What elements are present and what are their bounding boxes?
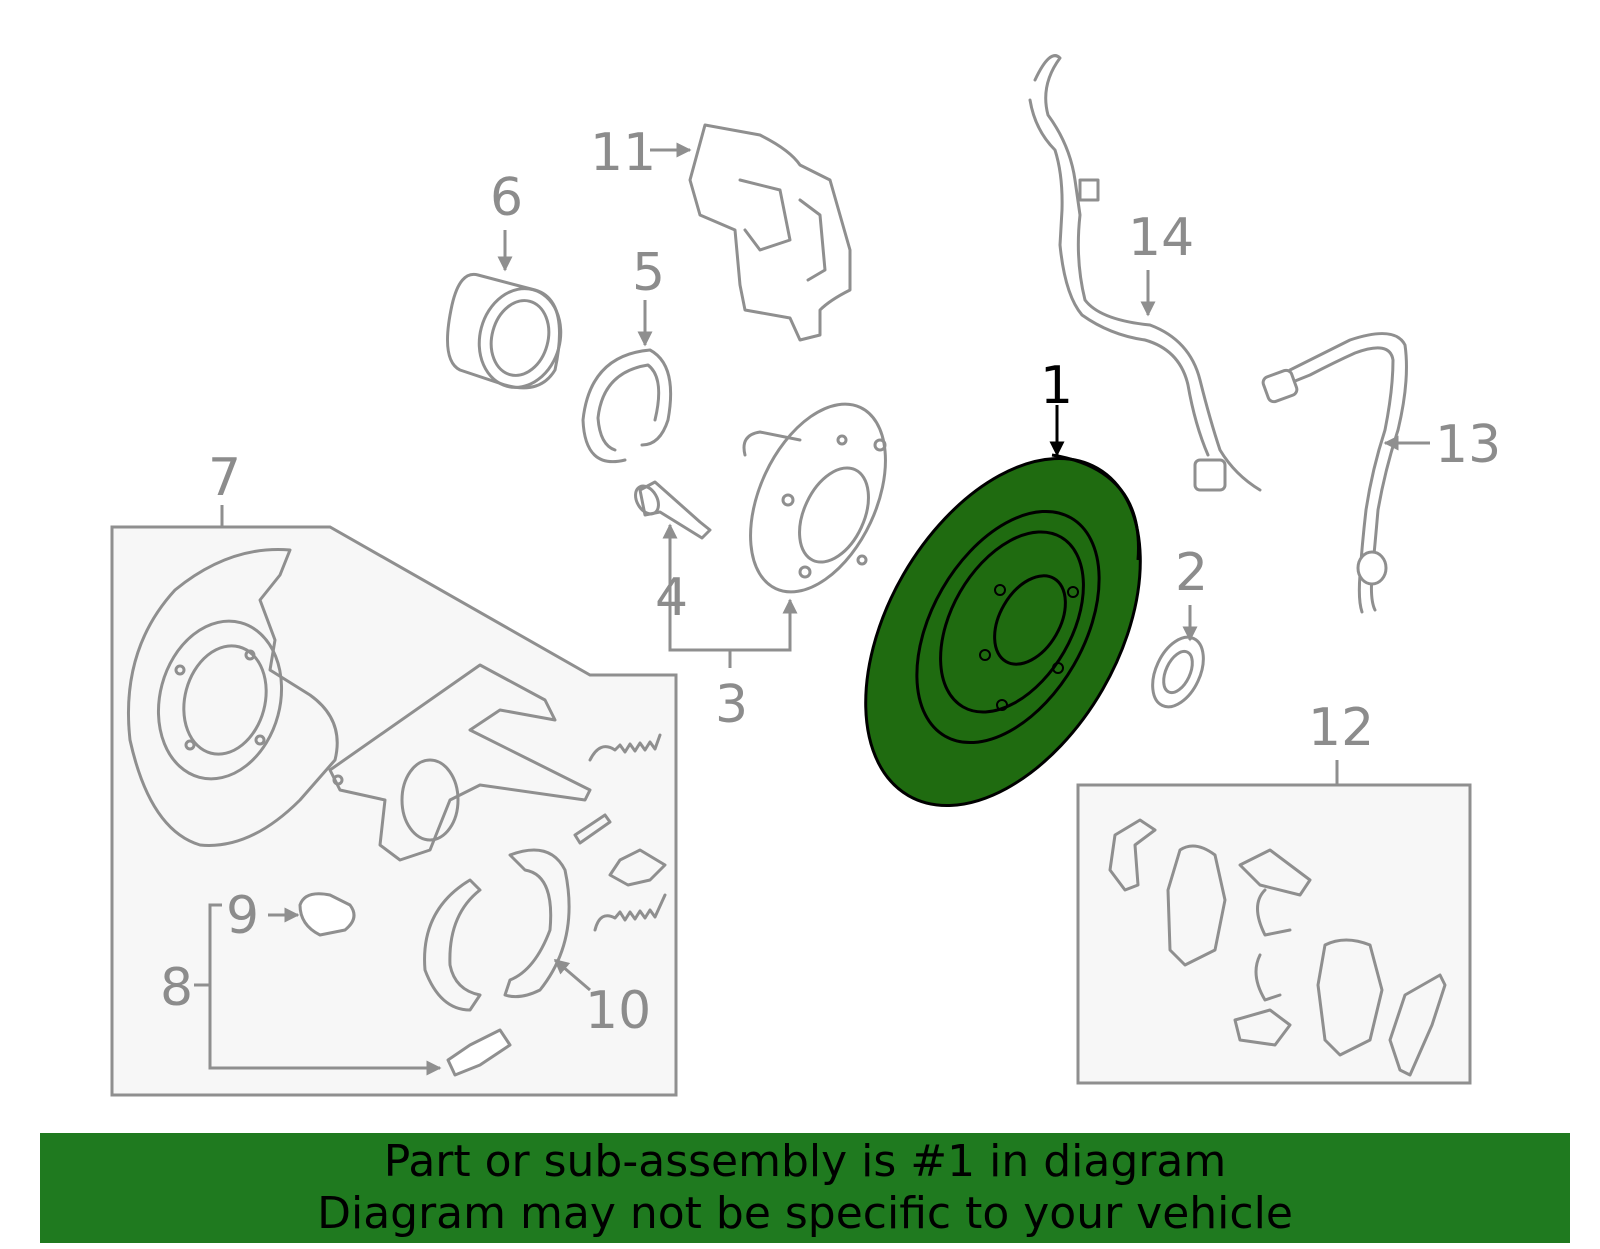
snap-ring-part[interactable] — [581, 348, 673, 463]
callout-3: 3 — [715, 675, 748, 735]
rotor-lug-hole — [994, 584, 1006, 596]
brake-shoes-part[interactable] — [423, 848, 571, 1012]
callout-4: 4 — [655, 568, 688, 628]
adjuster-nut-part[interactable] — [298, 892, 356, 937]
abs-sensor-part[interactable] — [1028, 54, 1262, 492]
banner-line-1: Part or sub-assembly is #1 in diagram — [383, 1136, 1227, 1187]
callout-6: 6 — [490, 168, 523, 228]
parking-brake-lever-part[interactable] — [328, 663, 592, 862]
lever-clip-part[interactable] — [608, 848, 667, 887]
callout-2: 2 — [1175, 543, 1208, 603]
highlight-notice-banner: Part or sub-assembly is #1 in diagram Di… — [40, 1133, 1570, 1243]
callout-10: 10 — [585, 981, 651, 1041]
brake-rotor-part[interactable] — [809, 411, 1197, 853]
rotor-inner-ring — [915, 509, 1101, 745]
caliper-part[interactable] — [688, 123, 852, 342]
banner-line-2: Diagram may not be specific to your vehi… — [317, 1188, 1293, 1239]
washer-part[interactable] — [1142, 629, 1213, 715]
callout-11: 11 — [590, 123, 656, 183]
rotor-lug-hole — [979, 649, 991, 661]
rotor-center-bore — [993, 574, 1067, 666]
backing-plate-part[interactable] — [126, 548, 339, 847]
rotor-lug-hole — [996, 699, 1008, 711]
rotor-lug-hole — [1067, 586, 1079, 598]
callout-12: 12 — [1308, 698, 1374, 758]
wheel-stud-part[interactable] — [631, 480, 712, 540]
callout-10-leader — [553, 958, 591, 992]
adjuster-part[interactable] — [446, 1028, 512, 1077]
adjuster-strut-part[interactable] — [573, 813, 612, 845]
return-spring-part[interactable] — [588, 733, 662, 762]
callout-13: 13 — [1435, 415, 1501, 475]
callout-9: 9 — [226, 886, 259, 946]
rotor-lug-hole — [1052, 662, 1064, 674]
wheel-hub-part[interactable] — [723, 383, 913, 613]
wheel-bearing-part[interactable] — [446, 272, 572, 396]
callout-1: 1 — [1040, 356, 1073, 416]
callout-8-bracket-lower — [208, 985, 442, 1076]
parking-brake-group-box — [110, 525, 678, 1097]
rotor-edge — [1051, 453, 1140, 561]
rotor-hat-ring — [939, 530, 1085, 714]
callout-14: 14 — [1128, 208, 1194, 268]
callout-8: 8 — [160, 958, 193, 1018]
callout-5: 5 — [632, 243, 665, 303]
return-spring-part[interactable] — [593, 893, 667, 932]
callout-7: 7 — [208, 448, 241, 508]
brake-pad-kit-part[interactable] — [1108, 818, 1447, 1077]
brake-hose-part[interactable] — [1261, 332, 1408, 614]
callout-8-bracket — [208, 903, 222, 985]
